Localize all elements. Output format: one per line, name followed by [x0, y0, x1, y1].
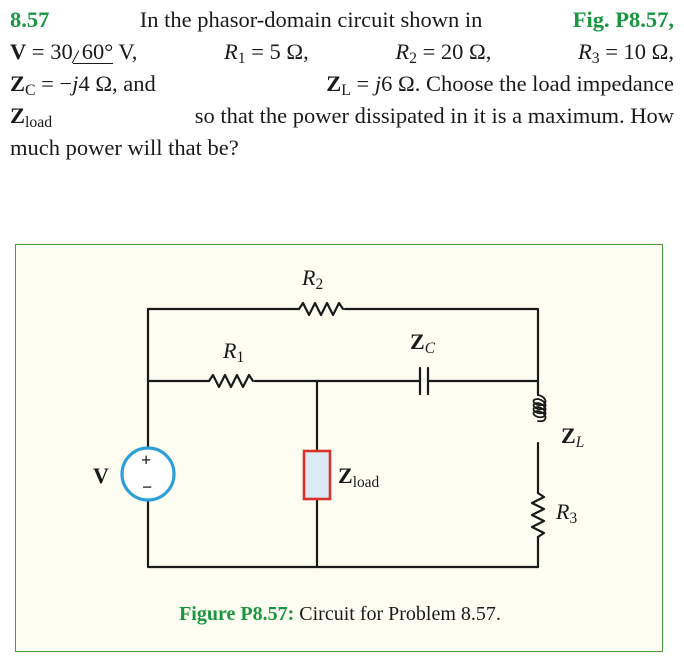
r1-label: R1	[223, 338, 245, 366]
zc-spec: ZC = −j4 Ω, and	[10, 71, 156, 99]
figure-reference: Fig. P8.57,	[572, 7, 674, 32]
zl-label: ZL	[561, 423, 585, 451]
plus-sign: +	[141, 450, 152, 470]
problem-line-4: Zload so that the power dissipated in it…	[10, 100, 674, 132]
r3-spec: R3 = 10 Ω,	[577, 39, 674, 67]
zl-spec: ZL = j6 Ω. Choose the load impedance	[326, 71, 674, 99]
circuit-diagram	[120, 301, 547, 569]
zload-label: Zload	[338, 463, 380, 491]
zload-box	[302, 449, 332, 501]
figure-caption: Figure P8.57: Circuit for Problem 8.57.	[179, 603, 501, 625]
problem-line-1: 8.57 In the phasor-domain circuit shown …	[10, 4, 674, 36]
wire-top-right	[343, 307, 540, 383]
voltage-source-icon	[120, 446, 176, 502]
circuit-figure: R2 R1 ZC ZL R3 V + − Zload Figure P8.57:…	[15, 244, 663, 652]
zc-label: ZC	[410, 329, 435, 357]
v-label: V	[93, 463, 109, 488]
problem-intro: In the phasor-domain circuit shown in	[139, 7, 483, 32]
phasor-angle: 60°	[72, 40, 114, 64]
problem-statement: 8.57 In the phasor-domain circuit shown …	[10, 4, 674, 164]
problem-line-3: ZC = −j4 Ω, and ZL = j6 Ω. Choose the lo…	[10, 68, 674, 100]
problem-number: 8.57	[10, 7, 50, 32]
r1-resistor	[207, 373, 255, 389]
minus-sign: −	[142, 477, 153, 497]
r3-resistor	[530, 491, 546, 539]
problem-line-5: much power will that be?	[10, 135, 239, 160]
r1-spec: R1 = 5 Ω,	[223, 39, 309, 67]
r2-spec: R2 = 20 Ω,	[395, 39, 492, 67]
zl-inductor	[532, 394, 547, 423]
wire-left-lower	[146, 499, 540, 569]
r2-resistor	[297, 301, 345, 317]
zload-symbol: Zload	[10, 103, 53, 131]
r2-label: R2	[302, 265, 324, 293]
wire-mid-right	[426, 379, 540, 397]
r3-label: R3	[556, 499, 578, 527]
problem-line-4-text: so that the power dissipated in it is a …	[194, 103, 674, 128]
